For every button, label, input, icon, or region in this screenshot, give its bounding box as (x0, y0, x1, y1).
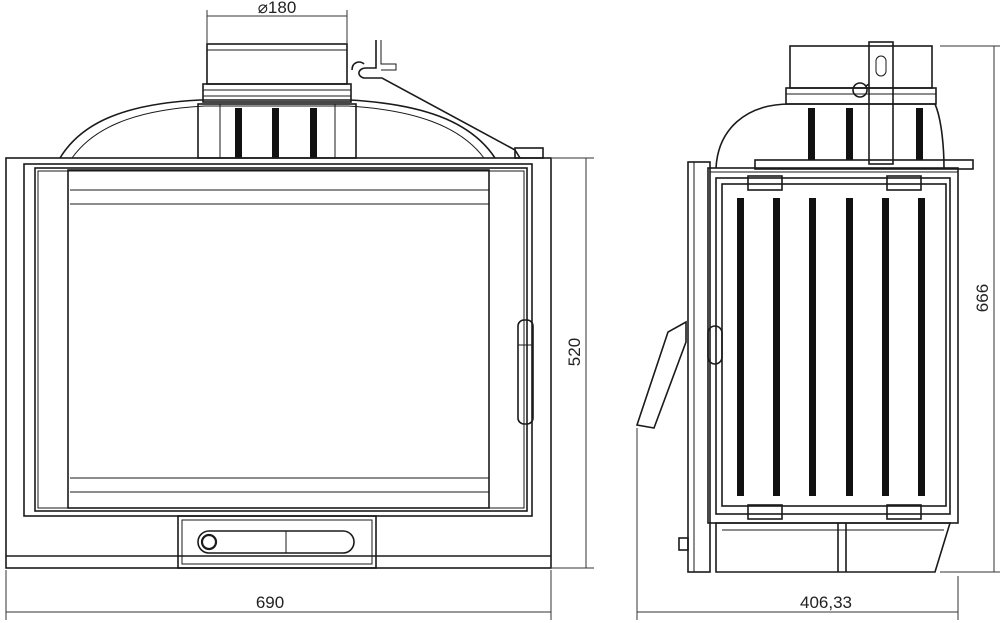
front-view (5, 40, 552, 569)
dimension-lines (5, 10, 1000, 620)
front-height-label: 520 (565, 338, 584, 366)
front-ribs (197, 103, 357, 159)
side-damper (852, 41, 894, 165)
side-flue (785, 45, 937, 105)
flue-diameter-label: ⌀180 (258, 0, 297, 17)
ash-drawer (177, 515, 377, 569)
side-view (635, 41, 974, 573)
front-glass-door (67, 169, 490, 509)
side-height-label: 666 (973, 284, 992, 312)
flue-collar (202, 43, 352, 103)
front-frame (5, 157, 552, 569)
damper-lever (351, 40, 544, 159)
front-width-label: 690 (256, 593, 284, 612)
side-dome (715, 103, 945, 169)
side-handle (635, 320, 723, 429)
front-dome (59, 99, 496, 159)
side-base (678, 522, 952, 573)
side-ribs (737, 198, 925, 496)
side-clips (747, 175, 922, 520)
door-handle (517, 319, 534, 425)
side-body (687, 161, 959, 573)
side-depth-label: 406,33 (800, 593, 852, 612)
